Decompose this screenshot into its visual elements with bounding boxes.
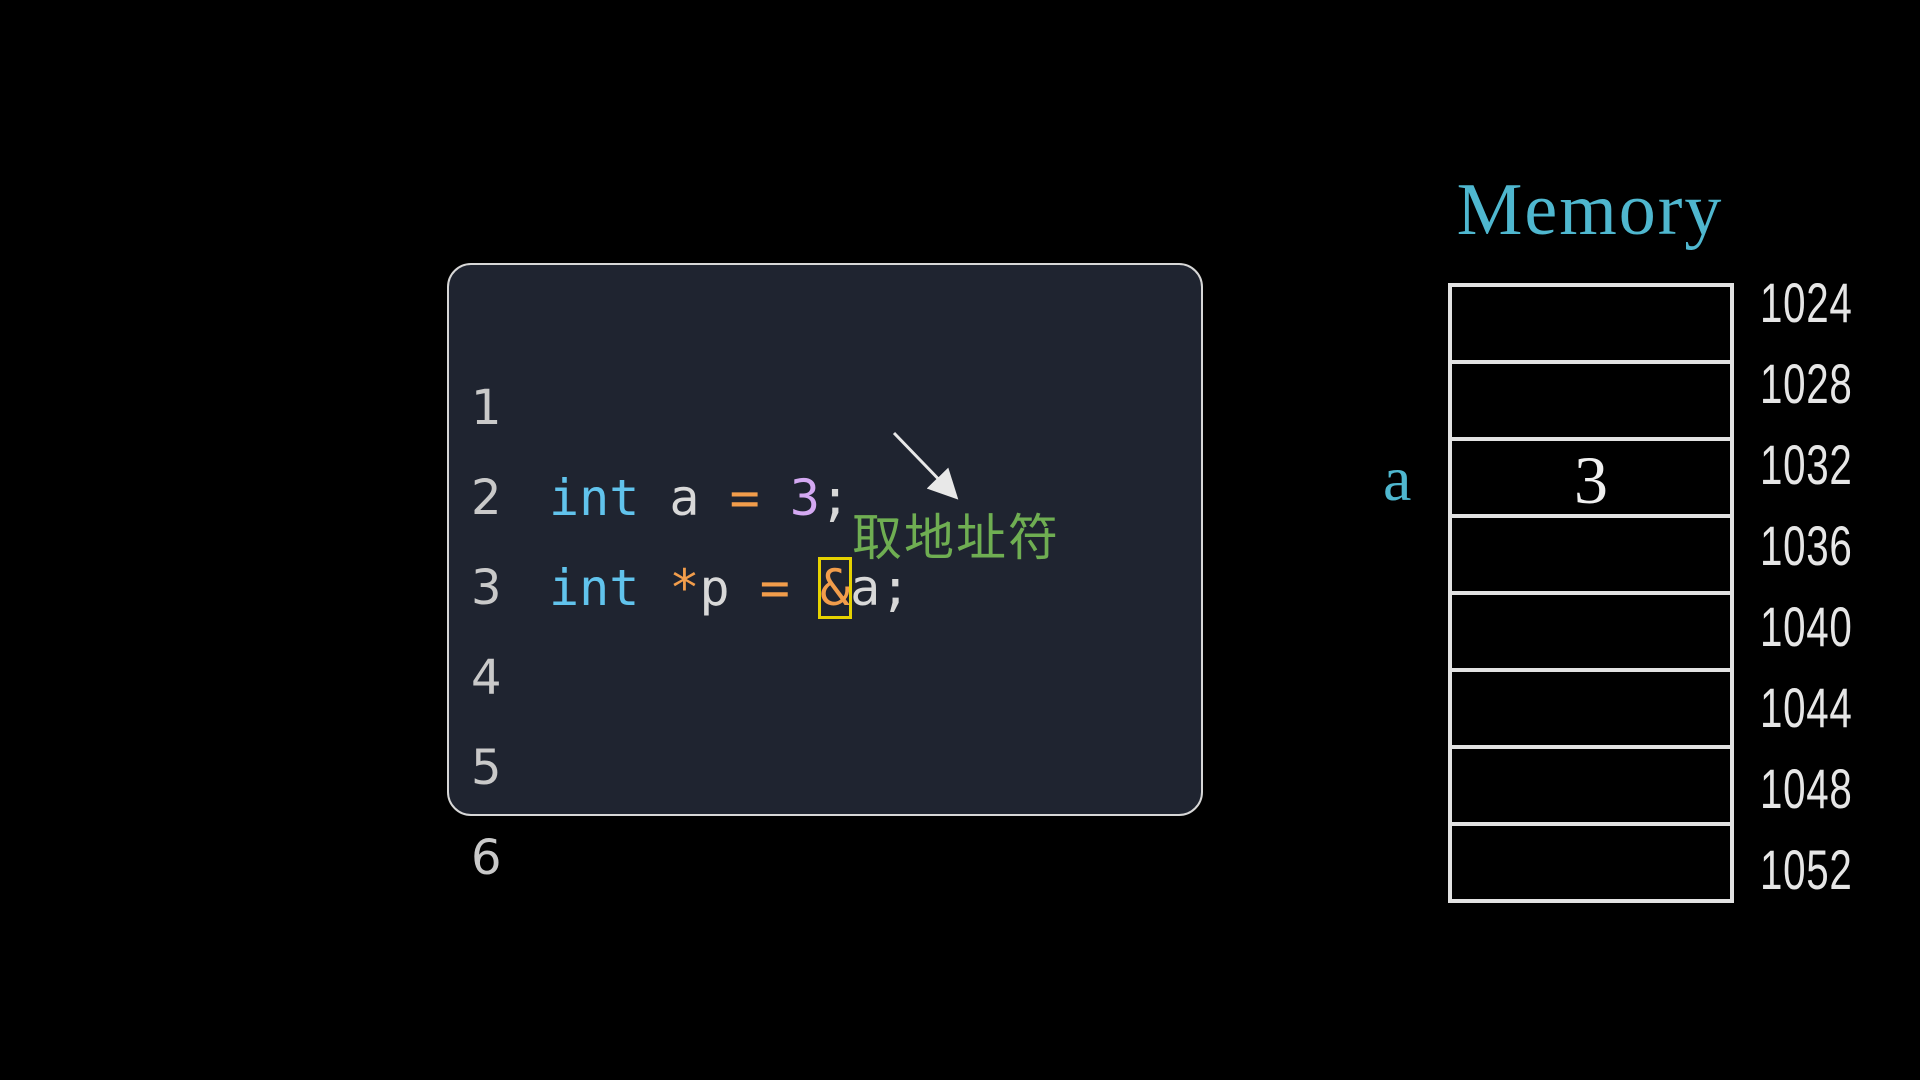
code-text: int a = 3;	[549, 453, 850, 543]
annotation-arrow-icon	[892, 431, 959, 500]
line-number: 1	[471, 380, 502, 436]
variable-a: a	[669, 469, 700, 527]
memory-cell	[1448, 591, 1734, 672]
semicolon: ;	[819, 469, 851, 527]
memory-address: 1040	[1760, 595, 1853, 658]
memory-address: 1044	[1760, 676, 1853, 739]
assign-operator: =	[759, 559, 790, 617]
memory-cell	[1448, 745, 1734, 826]
memory-cell: 3	[1448, 437, 1734, 518]
code-text: int *p = &a;	[549, 543, 910, 633]
address-of-label: 取地址符	[852, 509, 1060, 567]
assign-operator: =	[729, 469, 760, 527]
memory-address: 1048	[1760, 757, 1853, 820]
line-number: 6	[471, 830, 502, 886]
keyword-int: int	[549, 469, 640, 527]
line-number: 4	[471, 650, 502, 706]
number-literal: 3	[789, 469, 820, 527]
memory-address: 1052	[1760, 838, 1853, 901]
variable-p: p	[699, 559, 730, 617]
code-line-6: 6	[449, 723, 1201, 886]
line-number: 5	[471, 740, 502, 796]
keyword-int: int	[549, 559, 640, 617]
variable-label-a: a	[1383, 443, 1412, 514]
address-of-operator: &	[817, 557, 853, 619]
code-line-3: 3	[449, 453, 1201, 616]
memory-cell	[1448, 822, 1734, 903]
memory-cell	[1448, 514, 1734, 595]
memory-address: 1024	[1760, 271, 1853, 334]
memory-cell	[1448, 283, 1734, 364]
memory-cell	[1448, 668, 1734, 749]
code-line-1: 1 int a = 3;	[449, 273, 1201, 527]
memory-address: 1032	[1760, 433, 1853, 496]
code-line-4: 4	[449, 543, 1201, 706]
code-panel: 1 int a = 3; 2 int *p = &a; 3 4 5 6	[447, 263, 1203, 886]
pointer-star: *	[669, 559, 700, 617]
memory-address: 1028	[1760, 352, 1853, 415]
code-line-5: 5	[449, 633, 1201, 796]
memory-table: 3	[1448, 283, 1734, 903]
semicolon: ;	[880, 559, 911, 617]
memory-title: Memory	[1456, 169, 1724, 251]
variable-a: a	[850, 559, 881, 617]
memory-address: 1036	[1760, 514, 1853, 577]
memory-cell	[1448, 360, 1734, 441]
code-line-2: 2 int *p = &a;	[449, 363, 1201, 619]
line-number: 2	[471, 470, 502, 526]
line-number: 3	[471, 560, 502, 616]
